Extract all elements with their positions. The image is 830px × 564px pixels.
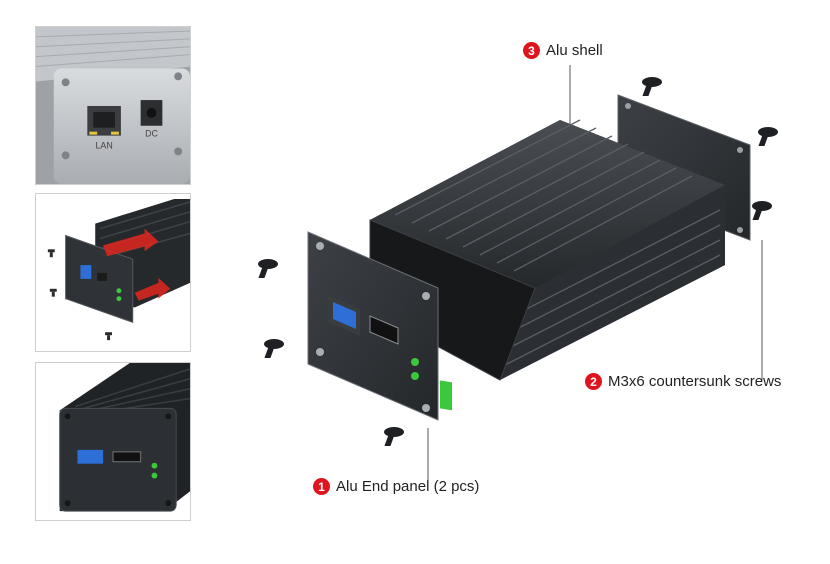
silver-enclosure-image: LAN DC [36,27,190,184]
callout-end-panel: 1 Alu End panel (2 pcs) [313,478,479,495]
callout-label: Alu End panel (2 pcs) [336,478,480,495]
callout-label: Alu shell [546,42,603,59]
dc-port-label: DC [145,129,158,139]
thumbnail-assembled-enclosure [35,362,191,521]
callout-alu-shell: 3 Alu shell [523,42,603,59]
pcb-edge [440,380,452,411]
aluminium-shell [369,119,725,381]
callout-label: M3x6 countersunk screws [608,373,782,390]
assembly-image [36,194,190,351]
exploded-view-illustration [258,65,778,480]
screws-group [258,77,778,446]
front-end-panel [307,231,439,421]
lan-port-label: LAN [95,140,112,150]
thumbnail-assembly-step [35,193,191,352]
assembled-enclosure-image [36,363,190,520]
callout-number-badge: 1 [313,478,330,495]
callout-screws: 2 M3x6 countersunk screws [585,373,781,390]
callout-number-badge: 2 [585,373,602,390]
callout-number-badge: 3 [523,42,540,59]
thumbnail-silver-enclosure: LAN DC [35,26,191,185]
